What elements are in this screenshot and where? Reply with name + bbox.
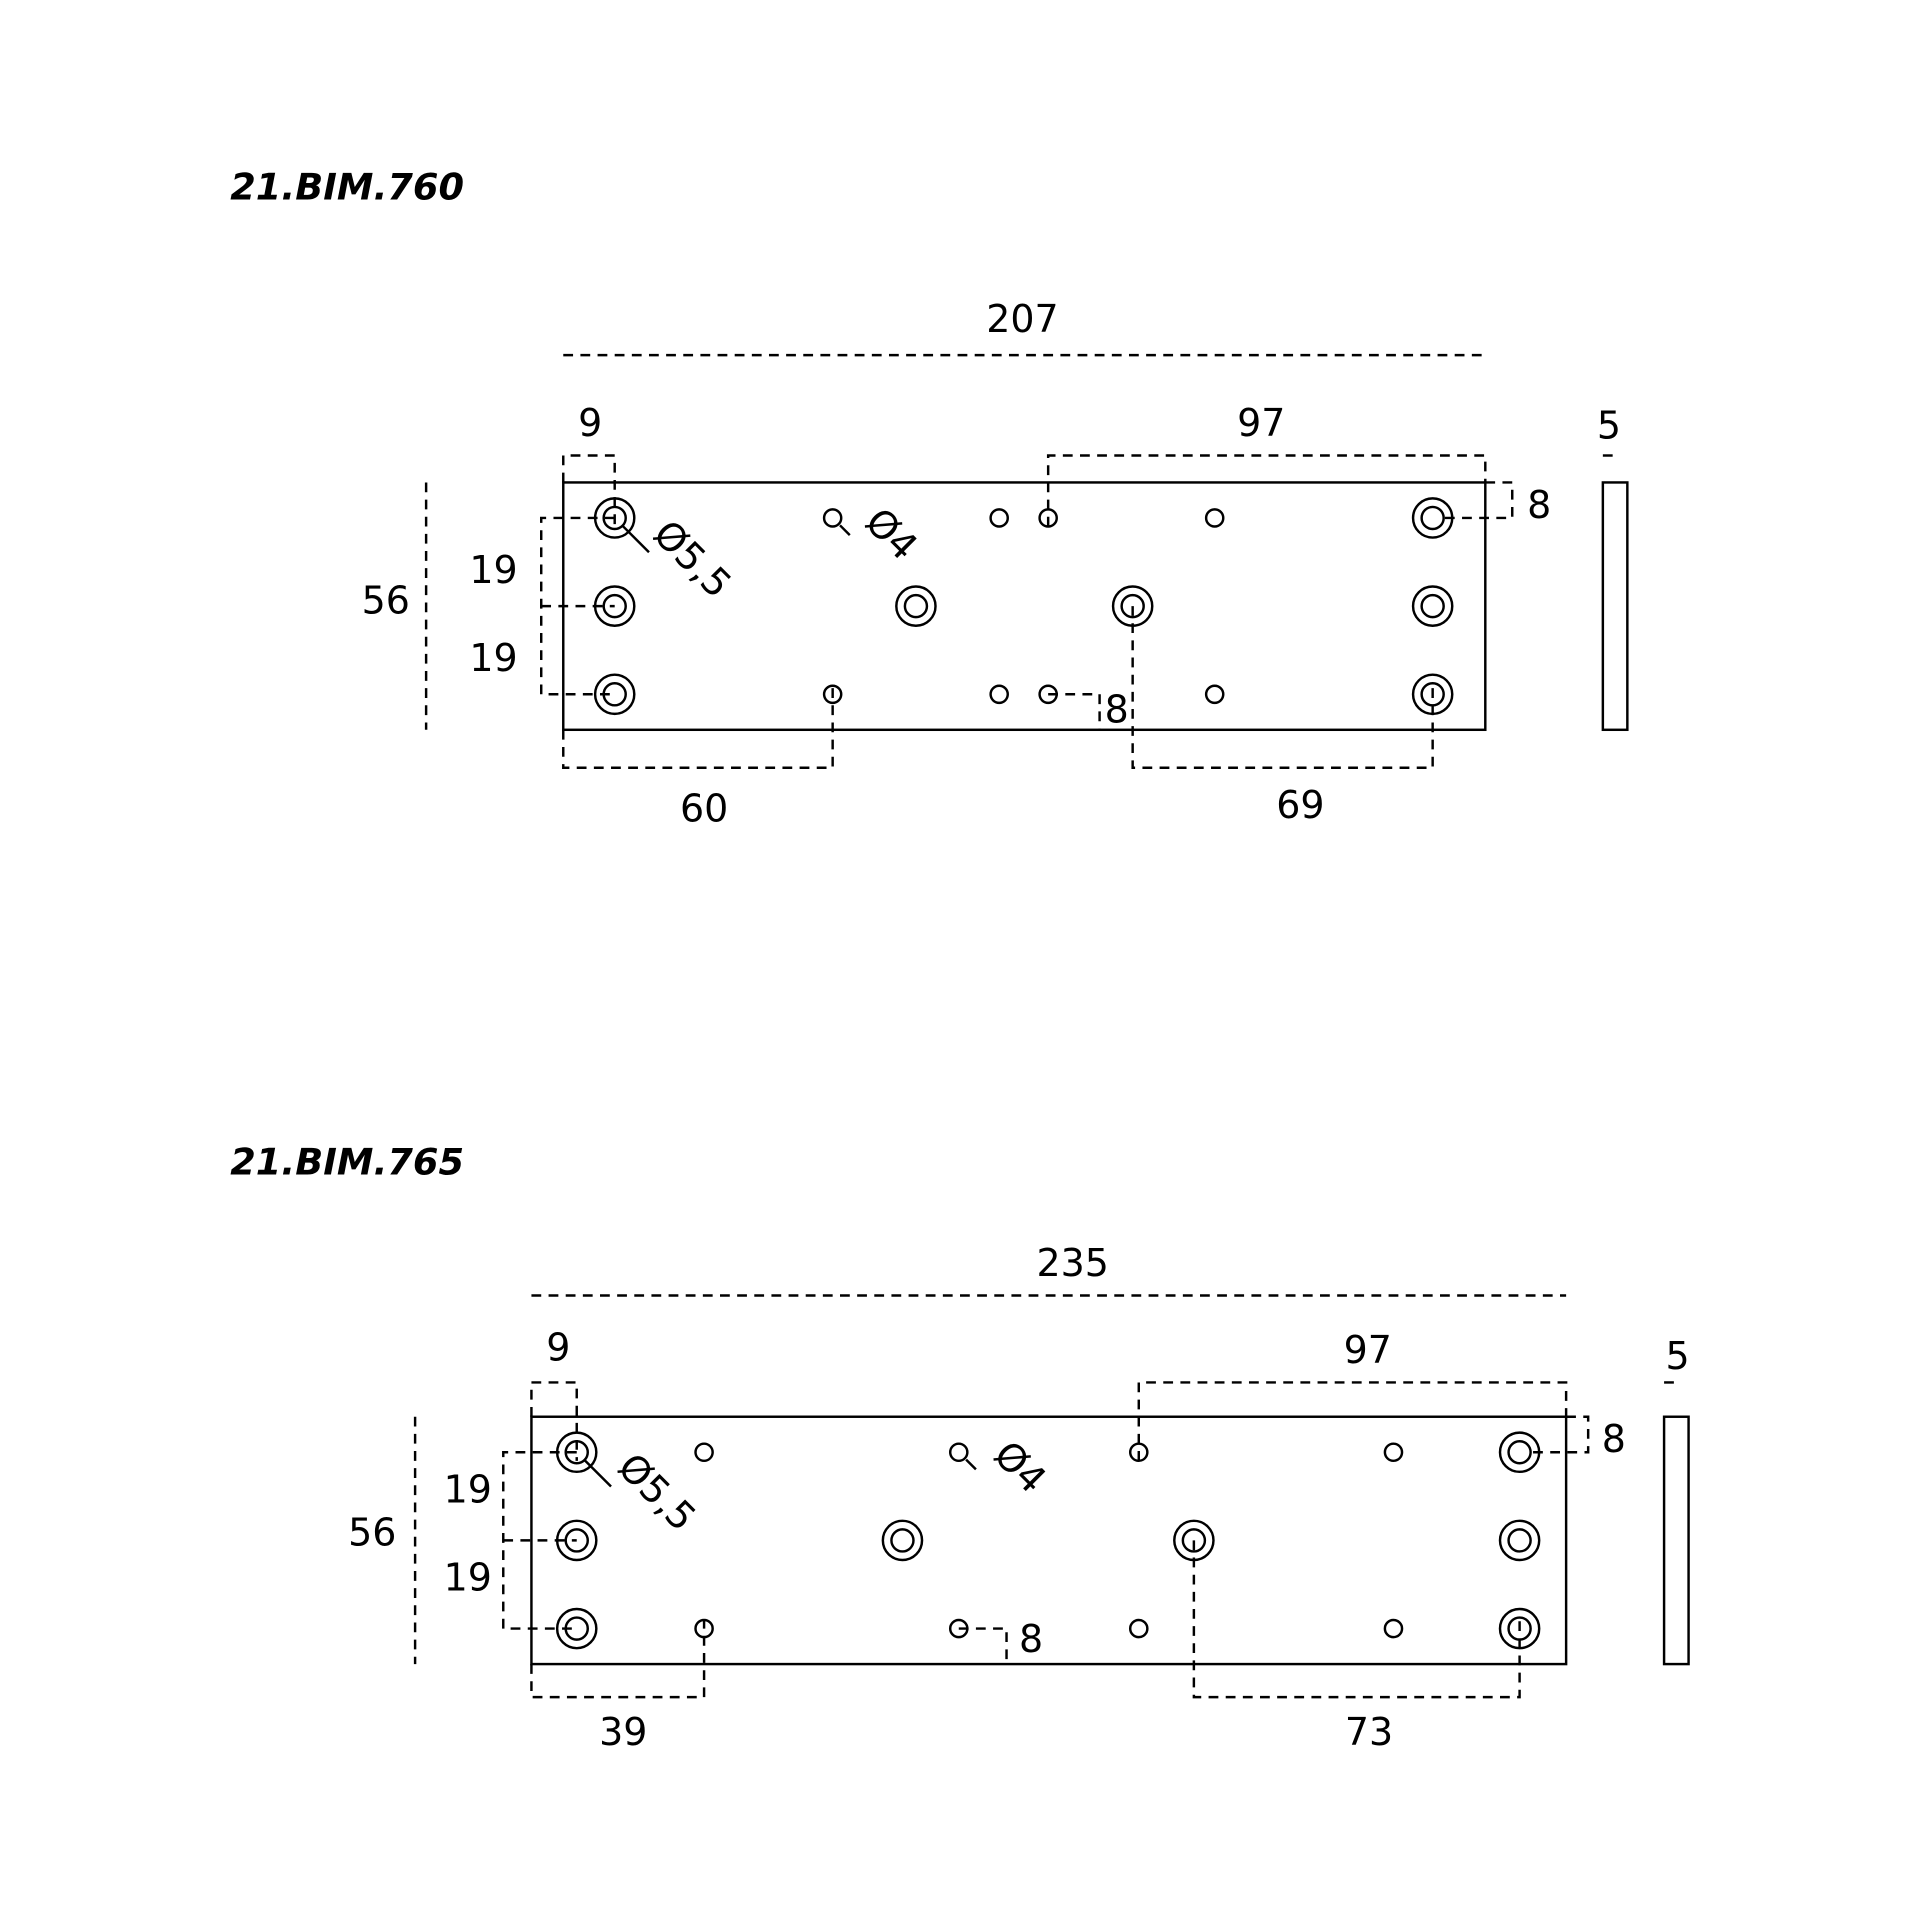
dimension-lines	[413, 1294, 1680, 1699]
dimension-lines	[424, 353, 1619, 769]
dim-right-span: 97	[1237, 401, 1285, 445]
dim-right-span: 97	[1344, 1328, 1392, 1372]
dim-row-pitch-2: 19	[469, 636, 517, 680]
small-hole-diameter: Ø4	[857, 499, 926, 568]
plate-outline	[530, 1415, 1568, 1666]
dim-bottom-left: 60	[680, 787, 728, 831]
plate-side-view	[1662, 1415, 1690, 1666]
dim-overall-length: 207	[986, 297, 1058, 341]
dim-height: 56	[348, 1510, 396, 1554]
dim-top-offset: 8	[1527, 483, 1551, 527]
drawing-title: 21.BIM.760	[230, 166, 464, 209]
dim-small-offset: 8	[1105, 687, 1129, 731]
dim-row-pitch-1: 19	[444, 1467, 492, 1511]
drawing-21-bim-765: 21.BIM.765	[230, 1140, 1690, 1754]
dim-bottom-right: 69	[1276, 783, 1324, 827]
dim-edge-offset: 9	[578, 401, 602, 445]
small-holes	[694, 1442, 1404, 1639]
plate-side-view	[1601, 481, 1629, 732]
dim-edge-offset: 9	[546, 1325, 570, 1369]
drawing-title: 21.BIM.765	[230, 1140, 464, 1183]
dim-bottom-right: 73	[1345, 1710, 1393, 1754]
dim-thickness: 5	[1597, 403, 1621, 447]
dim-bottom-left: 39	[599, 1710, 647, 1754]
small-hole-diameter: Ø4	[985, 1432, 1054, 1501]
dim-row-pitch-1: 19	[469, 548, 517, 592]
large-hole-diameter: Ø5,5	[610, 1445, 705, 1540]
large-hole-diameter: Ø5,5	[645, 512, 740, 607]
dim-thickness: 5	[1665, 1334, 1689, 1378]
plate-outline	[562, 481, 1487, 732]
large-holes	[593, 497, 1454, 716]
dim-height: 56	[362, 578, 410, 622]
dim-row-pitch-2: 19	[444, 1556, 492, 1600]
dim-top-offset: 8	[1602, 1417, 1626, 1461]
dim-small-offset: 8	[1019, 1617, 1043, 1661]
drawing-21-bim-760: 21.BIM.760	[230, 166, 1629, 831]
dim-overall-length: 235	[1036, 1241, 1108, 1285]
